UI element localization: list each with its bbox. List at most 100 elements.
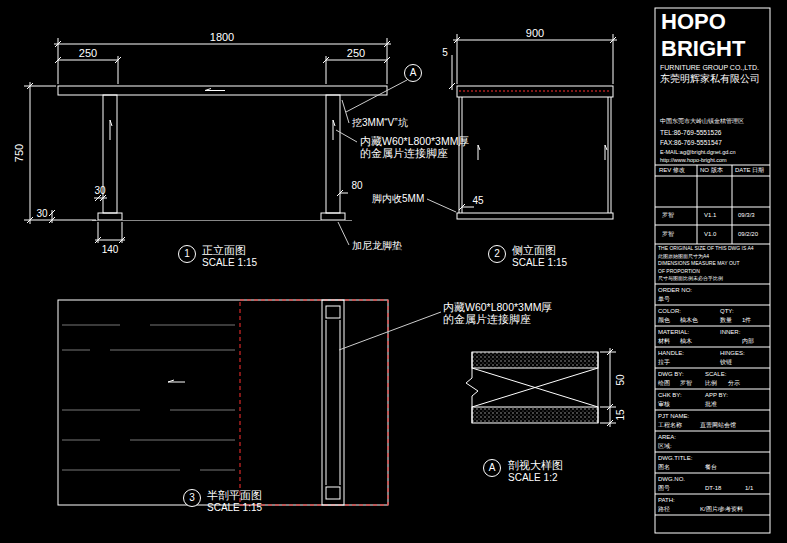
field-value: 1/1 — [745, 485, 753, 492]
field-label: HINGES: — [720, 350, 745, 357]
revision-header: NO 版本 — [700, 167, 723, 174]
revision-cell: 09/3/3 — [738, 212, 755, 219]
view-scale: SCALE 1:15 — [202, 257, 257, 268]
field-label: 数量 — [720, 317, 732, 324]
drawing-note: 尺寸与图面比例未必合乎比例 — [658, 276, 723, 282]
callout-circle: 1 — [178, 245, 196, 263]
company-logo: HOPO — [661, 10, 726, 34]
callout-number: A — [410, 68, 417, 78]
field-value: 直营网站会馆 — [700, 422, 736, 429]
field-label: 比例 — [705, 380, 717, 387]
callout-number: A — [489, 463, 496, 473]
dimension: 250 — [79, 47, 97, 59]
annotation: 脚内收5MM — [372, 193, 424, 204]
field-label: 图名 — [658, 464, 670, 471]
field-label: ORDER NO: — [658, 287, 692, 294]
field-label: COLOR: — [658, 308, 681, 315]
field-value: DT-18 — [705, 485, 721, 492]
dimension: 80 — [351, 180, 362, 191]
revision-cell: 09/2/20 — [738, 231, 758, 238]
field-label: 颜色 — [658, 317, 670, 324]
company-contact: http://www.hopo-bright.com — [660, 157, 727, 163]
dimension: 15 — [615, 409, 626, 420]
dimension: 750 — [13, 144, 25, 162]
field-label: SCALE: — [705, 371, 726, 378]
view-title: 半剖平面图 — [207, 489, 262, 501]
view-scale: SCALE 1:15 — [207, 502, 262, 513]
revision-cell: 罗智 — [662, 231, 674, 238]
annotation: 挖3MM“V”坑 — [352, 117, 408, 128]
dimension: 45 — [472, 195, 483, 206]
field-label: HANDLE: — [658, 350, 684, 357]
field-label: INNER: — [720, 329, 740, 336]
callout-number: 2 — [494, 249, 500, 259]
view-title: 正立面图 — [202, 244, 246, 256]
field-label: 路径 — [658, 506, 670, 513]
annotation: 加尼龙脚垫 — [352, 240, 402, 251]
field-value: 1件 — [742, 317, 751, 324]
company-address: 中国东莞市大岭山镇金桔管理区 — [660, 118, 744, 125]
company-name: FURNITURE GROUP CO.,LTD. — [660, 64, 759, 72]
company-name: 东莞明辉家私有限公司 — [660, 74, 760, 84]
callout-number: 3 — [189, 493, 195, 503]
dimension: 900 — [526, 27, 544, 39]
company-contact: FAX:86-769-5551547 — [660, 139, 722, 146]
field-label: DWG.NO. — [658, 476, 685, 483]
view-title: 侧立面图 — [512, 244, 556, 256]
view-title: 剖视大样图 — [508, 459, 563, 471]
drawing-note: DIMENSIONS MEASURE MAY OUT — [658, 261, 740, 267]
field-label: DWG BY: — [658, 371, 684, 378]
field-value: 分示 — [728, 380, 740, 387]
field-label: 铰链 — [720, 359, 732, 366]
company-contact: E-MAIL:ag@bright.dgnet.gd.cn — [660, 149, 736, 155]
dimension: 30 — [94, 185, 105, 196]
field-label: PATH: — [658, 497, 675, 504]
callout-circle: 3 — [183, 489, 201, 507]
revision-header: REV 修改 — [659, 167, 685, 174]
dimension: 5 — [442, 47, 448, 58]
drawing-note: 此图原始图面尺寸为A4 — [658, 254, 709, 260]
field-value: 柚木 — [680, 338, 692, 345]
field-label: PJT NAME: — [658, 413, 689, 420]
field-label: APP BY: — [705, 392, 728, 399]
dimension: 250 — [347, 47, 365, 59]
dimension: 30 — [36, 208, 47, 219]
revision-header: DATE 日期 — [735, 167, 764, 174]
field-value: 柚木色 — [680, 317, 698, 324]
field-label: 绘图 — [658, 380, 670, 387]
company-logo: BRIGHT — [661, 37, 745, 61]
revision-cell: 罗智 — [662, 212, 674, 219]
field-label: 拉手 — [658, 359, 670, 366]
field-value: 罗智 — [680, 380, 692, 387]
field-label: DWG.TITLE: — [658, 455, 692, 462]
field-value: 餐台 — [705, 464, 717, 471]
field-label: 材料 — [658, 338, 670, 345]
field-label: 区域: — [658, 443, 672, 450]
view-scale: SCALE 1:2 — [508, 472, 557, 483]
field-value: 内部 — [742, 338, 754, 345]
field-label: 工程名称 — [658, 422, 682, 429]
dimension: 140 — [102, 244, 119, 255]
annotation: 内藏W60*L800*3MM厚的金属片连接脚座 — [360, 136, 472, 159]
revision-cell: V1.1 — [704, 212, 716, 219]
field-label: CHK BY: — [658, 392, 682, 399]
field-value: K/图片/参考资料 — [700, 506, 743, 513]
company-contact: TEL:86-769-5551526 — [660, 129, 721, 136]
field-label: QTY: — [720, 308, 734, 315]
callout-circle: A — [404, 64, 422, 82]
field-label: 单号 — [658, 296, 670, 303]
dimension: 50 — [615, 374, 626, 385]
field-label: 审核 — [658, 401, 670, 408]
field-label: 图号 — [658, 485, 670, 492]
field-label: MATERIAL: — [658, 329, 689, 336]
drawing-note: THE ORIGINAL SIZE OF THIS DWG IS A4 — [658, 246, 754, 252]
dimension: 1800 — [210, 31, 234, 43]
annotation: 内藏W60*L800*3MM厚的金属片连接脚座 — [443, 302, 555, 325]
callout-circle: 2 — [488, 245, 506, 263]
drawing-note: OF PROPORTION — [658, 269, 700, 275]
field-label: AREA: — [658, 434, 676, 441]
callout-circle: A — [483, 459, 501, 477]
revision-cell: V1.0 — [704, 231, 716, 238]
view-scale: SCALE 1:15 — [512, 257, 567, 268]
callout-number: 1 — [184, 249, 190, 259]
